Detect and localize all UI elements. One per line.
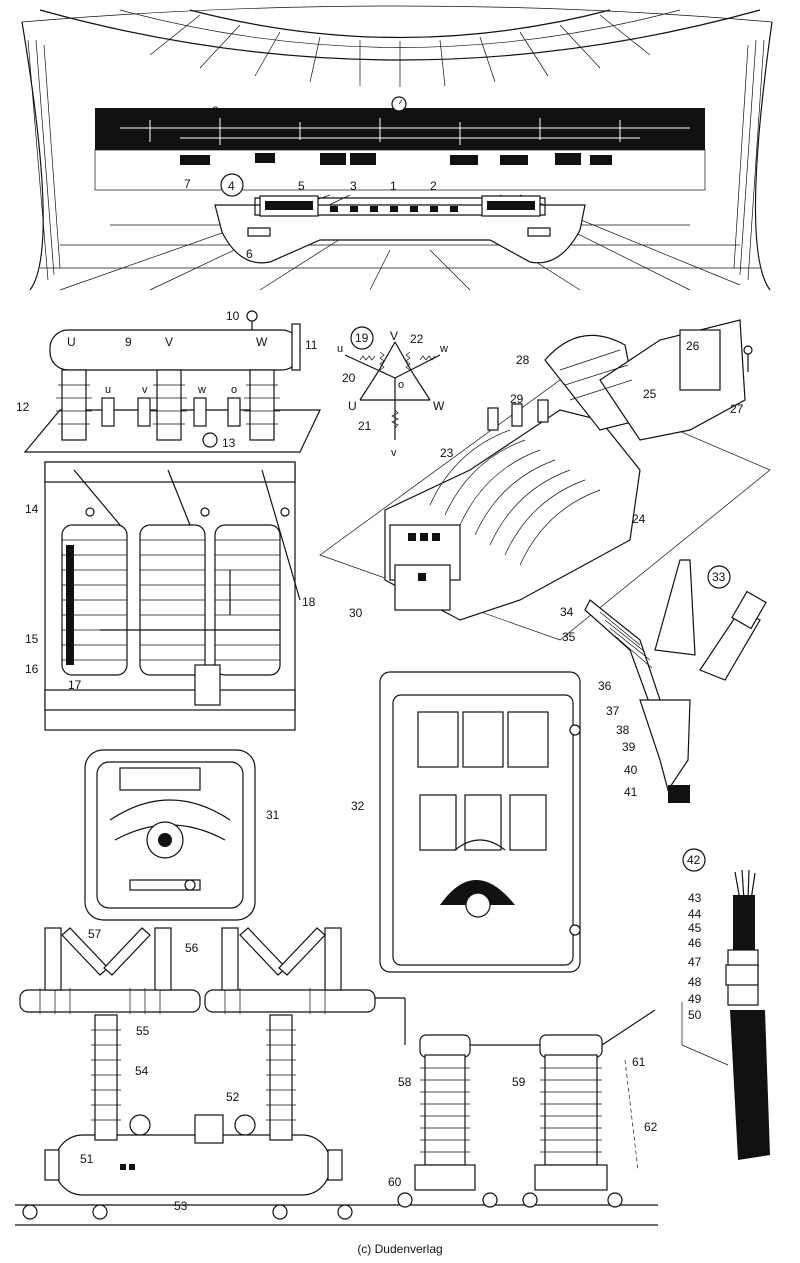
label-14: 14 [25, 502, 39, 516]
label-15: 15 [25, 632, 39, 646]
label-51: 51 [80, 1152, 94, 1166]
label-4: 4 [228, 179, 235, 193]
label-55: 55 [136, 1024, 150, 1038]
winding-diagram [344, 326, 441, 440]
diagram-v-label: v [391, 447, 397, 459]
label-38: 38 [616, 723, 630, 737]
label-24: 24 [632, 512, 646, 526]
diagram-V-label: V [390, 329, 398, 343]
label-32: 32 [351, 799, 365, 813]
label-47: 47 [688, 955, 702, 969]
label-27: 27 [730, 402, 744, 416]
label-61: 61 [632, 1055, 646, 1069]
label-1: 1 [390, 179, 397, 193]
label-35: 35 [562, 630, 576, 644]
label-31: 31 [266, 808, 280, 822]
cable-box-illustration [584, 559, 767, 803]
terminal-V-label: V [165, 335, 173, 349]
label-30: 30 [349, 606, 363, 620]
label-20: 20 [342, 371, 356, 385]
label-23: 23 [440, 446, 454, 460]
switch-cabinet-illustration [379, 671, 581, 973]
label-3: 3 [350, 179, 357, 193]
label-46: 46 [688, 936, 702, 950]
label-11: 11 [305, 338, 318, 352]
label-18: 18 [302, 595, 316, 609]
label-8: 8 [212, 104, 219, 118]
label-60: 60 [388, 1175, 402, 1189]
diagram-o-label: o [398, 379, 404, 391]
label-13: 13 [222, 436, 236, 450]
turbo-generator-illustration [319, 319, 771, 641]
label-43: 43 [688, 891, 702, 905]
label-34: 34 [560, 605, 574, 619]
label-41: 41 [624, 785, 638, 799]
diagram-w-label: w [439, 343, 448, 355]
label-59: 59 [512, 1075, 526, 1089]
label-37: 37 [606, 704, 620, 718]
label-22: 22 [410, 332, 424, 346]
label-54: 54 [135, 1064, 149, 1078]
label-49: 49 [688, 992, 702, 1006]
label-21: 21 [358, 419, 372, 433]
terminal-U-label: U [67, 335, 76, 349]
terminal-u-label: u [105, 384, 111, 396]
diagram-u-label: u [337, 343, 343, 355]
label-56: 56 [185, 941, 199, 955]
terminal-W-label: W [256, 335, 268, 349]
label-44: 44 [688, 907, 702, 921]
cable-section-illustration [681, 848, 770, 1160]
label-36: 36 [598, 679, 612, 693]
terminal-w-label: w [197, 384, 206, 396]
transformer-illustration [23, 310, 321, 731]
label-5: 5 [298, 179, 305, 193]
label-2: 2 [430, 179, 437, 193]
label-26: 26 [686, 339, 700, 353]
copyright-credit: (c) Dudenverlag [357, 1242, 443, 1256]
label-42: 42 [687, 853, 701, 867]
label-28: 28 [516, 353, 530, 367]
label-29: 29 [510, 392, 524, 406]
label-10: 10 [226, 309, 240, 323]
outdoor-switchgear-illustration [15, 927, 658, 1226]
label-16: 16 [25, 662, 39, 676]
label-53: 53 [174, 1199, 188, 1213]
label-57: 57 [88, 927, 102, 941]
label-58: 58 [398, 1075, 412, 1089]
label-19: 19 [355, 331, 369, 345]
diagram-U-label: U [348, 399, 357, 413]
control-room-illustration [10, 0, 790, 298]
label-52: 52 [226, 1090, 240, 1104]
label-62: 62 [644, 1120, 658, 1134]
label-50: 50 [688, 1008, 702, 1022]
diagram-W-label: W [433, 399, 445, 413]
label-40: 40 [624, 763, 638, 777]
label-9: 9 [125, 335, 132, 349]
label-17: 17 [68, 678, 82, 692]
label-33: 33 [712, 570, 726, 584]
label-12: 12 [16, 400, 30, 414]
label-39: 39 [622, 740, 636, 754]
label-48: 48 [688, 975, 702, 989]
callout-labels: 1 2 3 4 5 6 7 8 9 10 11 12 13 14 15 16 1… [16, 104, 744, 1213]
label-6: 6 [246, 247, 253, 261]
label-7: 7 [184, 177, 191, 191]
terminal-labels: U V W u v w o V U W u w v o [67, 329, 448, 459]
terminal-o-label: o [231, 384, 237, 396]
label-45: 45 [688, 921, 702, 935]
label-25: 25 [643, 387, 657, 401]
instrument-illustration [84, 749, 256, 921]
terminal-v-label: v [142, 384, 148, 396]
